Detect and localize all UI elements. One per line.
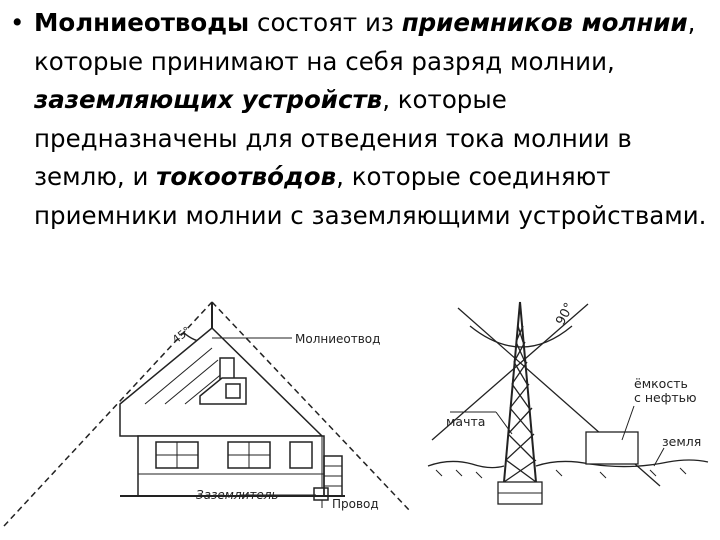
mast-brace [511,383,530,409]
mast-right-leg [519,301,537,483]
house-wall [137,435,325,497]
mast-brace [507,433,535,461]
mast-diagram [427,301,709,505]
term-lightning-rods: Молниеотводы [34,8,250,37]
term-lightning-receivers: приемников молнии [401,8,688,37]
dormer-window [225,383,241,399]
protection-line-left [431,303,589,441]
text-segment-2: , которые принимают на себя разряд молни… [34,8,696,76]
angle-arc-90 [469,325,573,348]
roof-shade-line [164,359,219,405]
ground-hatch [455,469,463,477]
mast-brace [509,383,530,409]
mast-brace [503,459,537,483]
ground-label: земля [662,434,701,449]
ground-hatch [649,469,657,477]
ground-hatch [599,471,607,479]
mast-brace [509,407,533,435]
grounding-label: Заземлитель [196,488,278,502]
house-window-right [289,441,313,469]
mast-brace [507,407,533,435]
roof-shade-line [184,371,225,405]
protection-zone-left-line [3,301,213,527]
tank-label-line1: ёмкость [634,376,688,391]
term-down-conductors: токоотво́дов [156,162,337,191]
ground-hatch [555,469,563,477]
ground-profile-right [535,459,709,468]
leader-mast-slant [495,411,513,435]
mast-brace [511,361,528,385]
illustrations: 45° Молниеотвод Заземлитель Провод [3,300,709,527]
mast-label: мачта [446,414,485,429]
ground-electrode [313,487,329,501]
mast-brace [515,341,526,363]
text-segment-4: , которые соединяют приемники молнии с з… [34,162,707,230]
bullet-marker: • [10,8,25,37]
text-segment-1: состоят из [249,8,402,37]
lightning-rod-label: Молниеотвод [295,332,380,346]
mast-brace [505,433,535,461]
protection-zone-right-line [211,301,411,512]
ground-hatch [475,471,483,479]
tank-label-line2: с нефтью [634,390,697,405]
mast-brace [513,361,528,385]
roof-shade-line [144,347,213,405]
wire-label: Провод [332,497,379,511]
ground-profile-left [427,460,505,469]
mast-left-leg [503,301,521,483]
bullet-text-block: • Молниеотводы состоят из приемников мол… [10,4,710,235]
oil-tank [585,431,639,465]
leader-ground [653,447,665,467]
definition-paragraph: Молниеотводы состоят из приемников молни… [34,4,710,235]
leader-tank [621,405,635,441]
mast-brace [515,325,524,343]
angle-90-label: 90° [553,300,577,327]
mast-brace [517,325,524,343]
chimney [219,357,235,381]
mast-brace [513,341,526,363]
house-diagram [3,301,411,527]
ground-hatch [435,469,443,477]
text-segment-3: , которые предназначены для отведения то… [34,85,632,191]
ground-hatch [679,467,687,475]
angle-45-label: 45° [170,324,193,346]
term-grounding-devices: заземляющих устройств [34,85,383,114]
